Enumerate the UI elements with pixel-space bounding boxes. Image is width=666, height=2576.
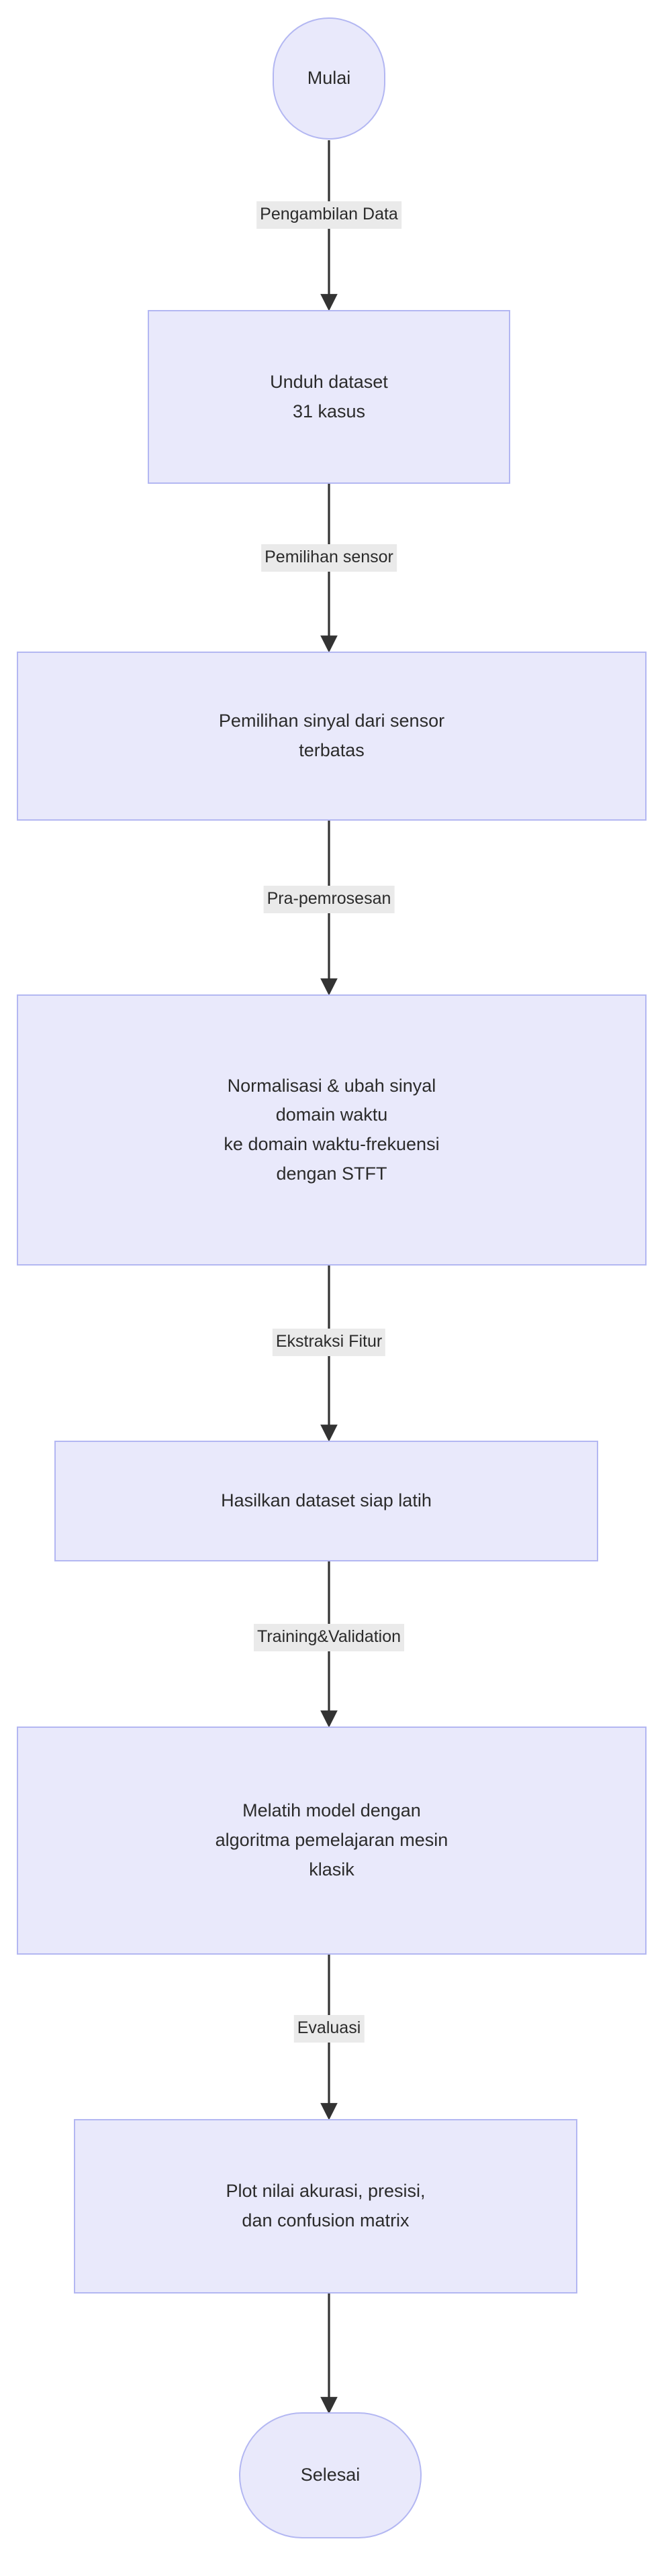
node-hasilkan-dataset-label: Hasilkan dataset siap latih bbox=[221, 1490, 432, 1511]
node-selesai[interactable]: Selesai bbox=[239, 2412, 422, 2538]
edge-label-pengambilan-data: Pengambilan Data bbox=[256, 201, 401, 229]
node-pemilihan-sinyal[interactable]: Pemilihan sinyal dari sensor terbatas bbox=[17, 652, 647, 821]
node-unduh-dataset-label: Unduh dataset 31 kasus bbox=[270, 371, 388, 421]
node-melatih-model[interactable]: Melatih model dengan algoritma pemelajar… bbox=[17, 1727, 647, 1955]
node-normalisasi-stft-label: Normalisasi & ubah sinyal domain waktu k… bbox=[224, 1075, 440, 1184]
edge-label-text: Pra-pemrosesan bbox=[267, 889, 391, 908]
node-plot-metrik-label: Plot nilai akurasi, presisi, dan confusi… bbox=[226, 2181, 426, 2230]
node-normalisasi-stft[interactable]: Normalisasi & ubah sinyal domain waktu k… bbox=[17, 994, 647, 1266]
node-melatih-model-label: Melatih model dengan algoritma pemelajar… bbox=[215, 1800, 448, 1879]
edge-label-pra-pemrosesan: Pra-pemrosesan bbox=[263, 886, 395, 913]
edge-label-text: Evaluasi bbox=[297, 2018, 361, 2037]
node-selesai-label: Selesai bbox=[300, 2465, 361, 2485]
edge-label-text: Ekstraksi Fitur bbox=[275, 1332, 383, 1351]
edge-label-text: Pemilihan sensor bbox=[265, 548, 393, 566]
node-plot-metrik[interactable]: Plot nilai akurasi, presisi, dan confusi… bbox=[74, 2119, 577, 2294]
edge-label-pemilihan-sensor: Pemilihan sensor bbox=[261, 544, 397, 572]
edge-label-text: Pengambilan Data bbox=[260, 205, 398, 223]
edge-label-training-validation: Training&Validation bbox=[253, 1624, 405, 1651]
node-mulai-label: Mulai bbox=[307, 68, 351, 89]
node-hasilkan-dataset[interactable]: Hasilkan dataset siap latih bbox=[54, 1441, 598, 1561]
edge-label-evaluasi: Evaluasi bbox=[293, 2015, 365, 2043]
node-pemilihan-sinyal-label: Pemilihan sinyal dari sensor terbatas bbox=[218, 711, 445, 760]
node-mulai[interactable]: Mulai bbox=[273, 17, 385, 140]
node-unduh-dataset[interactable]: Unduh dataset 31 kasus bbox=[148, 310, 510, 484]
edge-label-ekstraksi-fitur: Ekstraksi Fitur bbox=[272, 1329, 386, 1356]
edge-label-text: Training&Validation bbox=[256, 1627, 401, 1646]
